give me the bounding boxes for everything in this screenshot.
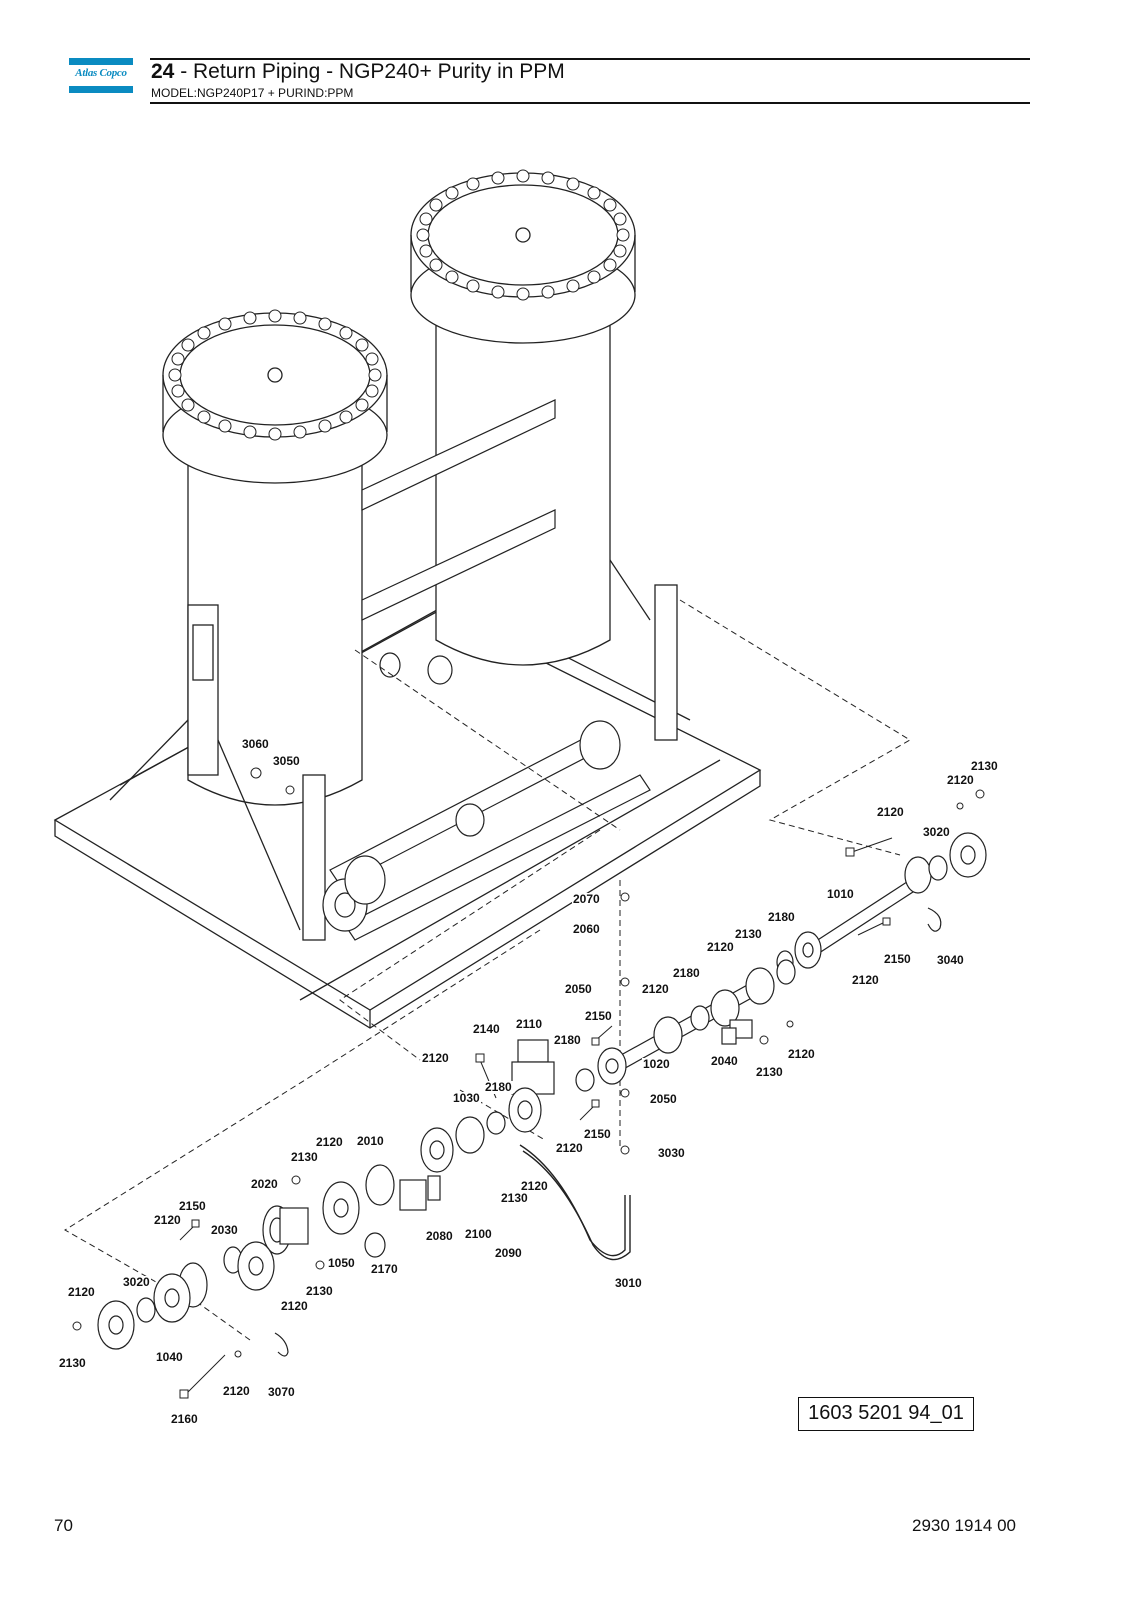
callout-2120: 2120 — [946, 773, 975, 787]
page-number: 70 — [54, 1516, 73, 1535]
section-number: 24 — [151, 60, 175, 83]
assembly-leader-lines — [64, 599, 911, 1341]
callout-3070: 3070 — [267, 1385, 296, 1399]
pipe-1010 — [776, 832, 987, 974]
section-title: - Return Piping - NGP240+ Purity in PPM — [174, 60, 565, 83]
callout-2120: 2120 — [280, 1299, 309, 1313]
callout-2120: 2120 — [555, 1141, 584, 1155]
callout-3020: 3020 — [922, 825, 951, 839]
header-rule-bottom — [150, 102, 1030, 104]
vessel-braces — [361, 399, 556, 621]
callout-2060: 2060 — [572, 922, 601, 936]
callout-1050: 1050 — [327, 1256, 356, 1270]
callout-3010: 3010 — [614, 1276, 643, 1290]
callout-2180: 2180 — [484, 1080, 513, 1094]
callout-1010: 1010 — [826, 887, 855, 901]
callout-2150: 2150 — [883, 952, 912, 966]
header-rule-top — [150, 58, 1030, 60]
callout-2040: 2040 — [710, 1054, 739, 1068]
logo-text: Atlas Copco — [75, 67, 127, 79]
callout-2180: 2180 — [553, 1033, 582, 1047]
tube-3010 — [519, 1144, 631, 1261]
callout-2120: 2120 — [787, 1047, 816, 1061]
callout-2150: 2150 — [178, 1199, 207, 1213]
callout-3030: 3030 — [657, 1146, 686, 1160]
callout-2030: 2030 — [210, 1223, 239, 1237]
callout-2120: 2120 — [876, 805, 905, 819]
callout-2130: 2130 — [290, 1150, 319, 1164]
callout-2120: 2120 — [706, 940, 735, 954]
callout-2120: 2120 — [641, 982, 670, 996]
atlas-copco-logo: Atlas Copco — [69, 58, 133, 96]
callout-2120: 2120 — [222, 1384, 251, 1398]
callout-2020: 2020 — [250, 1177, 279, 1191]
logo-bar-top — [69, 58, 133, 65]
callout-2170: 2170 — [370, 1262, 399, 1276]
document-number: 2930 1914 00 — [912, 1516, 1016, 1535]
callout-2100: 2100 — [464, 1227, 493, 1241]
model-subtitle: MODEL:NGP240P17 + PURIND:PPM — [151, 86, 354, 100]
callout-2050: 2050 — [564, 982, 593, 996]
callout-3050: 3050 — [272, 754, 301, 768]
callout-2150: 2150 — [583, 1127, 612, 1141]
valve-2020-assembly — [97, 1164, 441, 1357]
callout-3020: 3020 — [122, 1275, 151, 1289]
logo-bar-bottom — [69, 86, 133, 93]
callout-1030: 1030 — [452, 1091, 481, 1105]
callout-2080: 2080 — [425, 1229, 454, 1243]
callout-2120: 2120 — [315, 1135, 344, 1149]
drawing-code-box: 1603 5201 94_01 — [798, 1397, 974, 1431]
callout-2010: 2010 — [356, 1134, 385, 1148]
skid-base — [53, 599, 762, 1029]
callout-2150: 2150 — [584, 1009, 613, 1023]
callout-2140: 2140 — [472, 1022, 501, 1036]
callout-2180: 2180 — [767, 910, 796, 924]
lower-piping — [322, 652, 651, 941]
callout-2130: 2130 — [734, 927, 763, 941]
regulator-2110 — [420, 1039, 555, 1173]
callout-2180: 2180 — [672, 966, 701, 980]
callout-2120: 2120 — [520, 1179, 549, 1193]
callout-2130: 2130 — [58, 1356, 87, 1370]
callout-2160: 2160 — [170, 1412, 199, 1426]
callout-2070: 2070 — [572, 892, 601, 906]
callout-2120: 2120 — [153, 1213, 182, 1227]
vessel-right-bolts — [416, 169, 630, 301]
vessel-left — [109, 312, 388, 941]
callout-2090: 2090 — [494, 1246, 523, 1260]
callout-1020: 1020 — [642, 1057, 671, 1071]
pipe-1020 — [575, 959, 796, 1092]
callout-3060: 3060 — [241, 737, 270, 751]
callout-2130: 2130 — [500, 1191, 529, 1205]
callout-1040: 1040 — [155, 1350, 184, 1364]
callout-2120: 2120 — [421, 1051, 450, 1065]
callout-3040: 3040 — [936, 953, 965, 967]
vessel-left-bolts — [168, 309, 382, 441]
callout-2120: 2120 — [67, 1285, 96, 1299]
callout-2120: 2120 — [851, 973, 880, 987]
callout-2130: 2130 — [305, 1284, 334, 1298]
callout-2130: 2130 — [755, 1065, 784, 1079]
fasteners — [72, 767, 985, 1399]
callout-2110: 2110 — [515, 1017, 544, 1031]
callout-2130: 2130 — [970, 759, 999, 773]
page-title: 24 - Return Piping - NGP240+ Purity in P… — [151, 60, 565, 84]
callout-2050: 2050 — [649, 1092, 678, 1106]
